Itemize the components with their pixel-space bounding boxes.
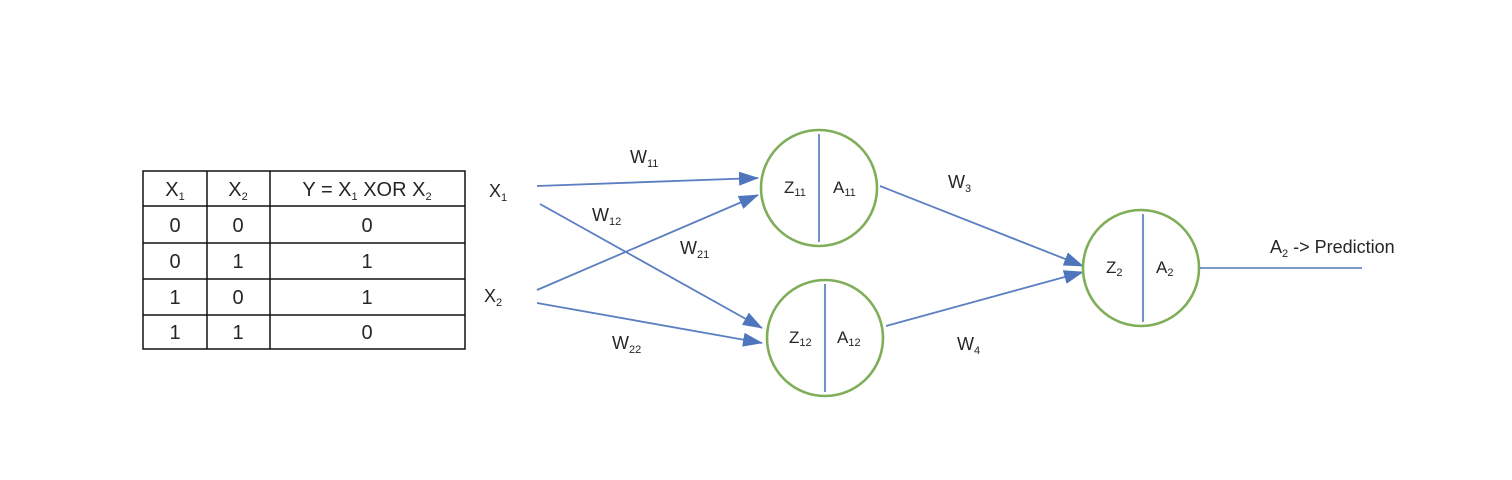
output-neuron: Z2 A2 <box>1081 208 1201 328</box>
table-cell-r1-y: 0 <box>361 215 372 237</box>
arrow-h1-to-out <box>879 185 1084 267</box>
table-cell-r4-x2: 1 <box>232 322 243 344</box>
hidden-neuron-1-a-label: A11 <box>833 178 856 199</box>
table-cell-r1-x2: 0 <box>232 215 243 237</box>
weight-w11-label: W11 <box>630 147 658 170</box>
hidden-neuron-2-z-label: Z12 <box>789 328 812 349</box>
arrow-x1-to-h1 <box>536 171 759 187</box>
table-header-x2: X2 <box>228 179 247 203</box>
arrow-x1-to-h2 <box>539 203 763 329</box>
arrow-h2-to-out <box>885 270 1084 327</box>
table-cell-r3-x1: 1 <box>169 287 180 309</box>
hidden-neuron-1-z-label: Z11 <box>784 178 806 199</box>
prediction-label: A2 -> Prediction <box>1270 237 1395 260</box>
weight-w12-label: W12 <box>592 205 621 228</box>
table-grid <box>142 170 466 350</box>
hidden-neuron-2: Z12 A12 <box>765 278 885 398</box>
output-neuron-z-label: Z2 <box>1106 258 1123 279</box>
table-cell-r3-y: 1 <box>361 287 372 309</box>
table-cell-r4-y: 0 <box>361 322 372 344</box>
table-header-y: Y = X1 XOR X2 <box>302 179 431 203</box>
table-header-x1: X1 <box>165 179 184 203</box>
arrow-x2-to-h1 <box>536 194 759 291</box>
table-cell-r2-x1: 0 <box>169 251 180 273</box>
weight-w21-label: W21 <box>680 238 709 261</box>
table-cell-r4-x1: 1 <box>169 322 180 344</box>
table-cell-r2-y: 1 <box>361 251 372 273</box>
table-cell-r1-x1: 0 <box>169 215 180 237</box>
weight-w4-label: W4 <box>957 334 980 357</box>
weight-w3-label: W3 <box>948 172 971 195</box>
xor-truth-table: X1 X2 Y = X1 XOR X2 0 0 0 0 1 1 1 0 1 1 … <box>142 170 466 350</box>
input-x1-label: X1 <box>489 181 507 204</box>
arrow-x2-to-h2 <box>536 302 763 347</box>
hidden-neuron-2-a-label: A12 <box>837 328 861 349</box>
hidden-neuron-1: Z11 A11 <box>759 128 879 248</box>
weight-w22-label: W22 <box>612 333 641 356</box>
output-neuron-circle <box>1081 208 1201 328</box>
output-neuron-a-label: A2 <box>1156 258 1173 279</box>
table-cell-r2-x2: 1 <box>232 251 243 273</box>
table-cell-r3-x2: 0 <box>232 287 243 309</box>
input-x2-label: X2 <box>484 286 502 309</box>
